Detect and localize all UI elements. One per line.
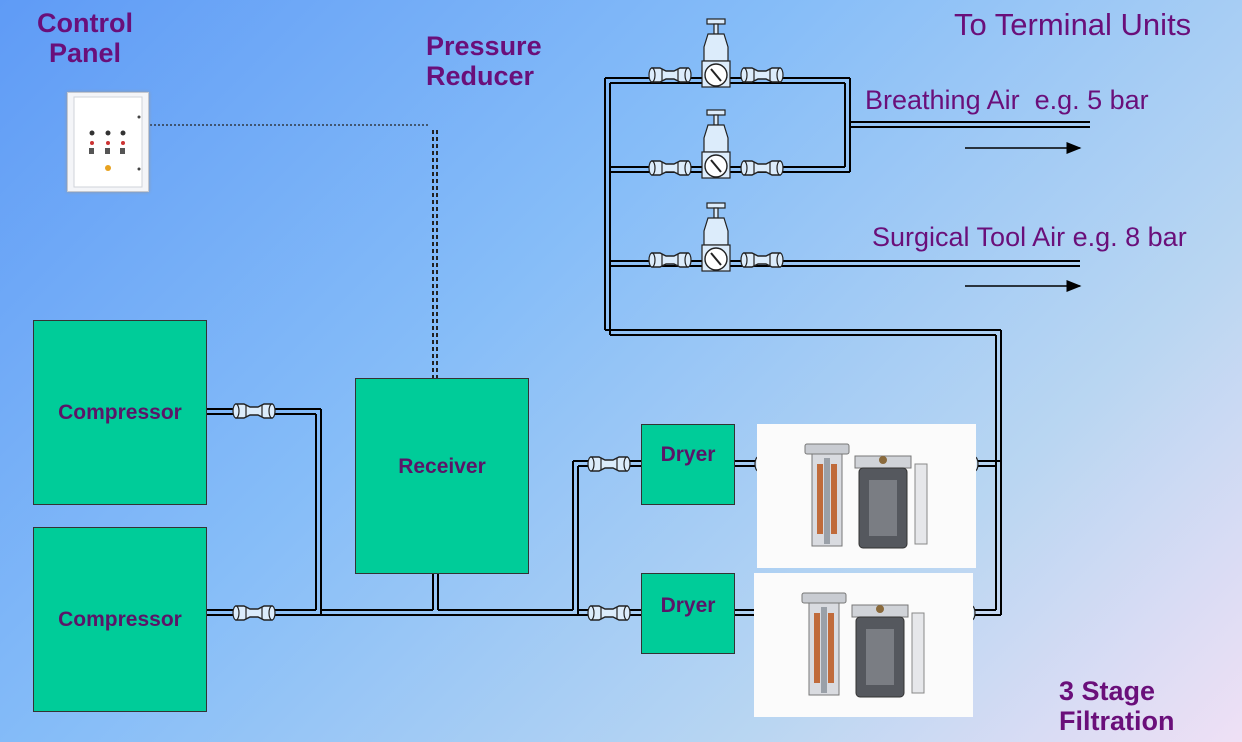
dryer-2-label: Dryer <box>660 594 716 617</box>
pressure-reducer-label-line1: Pressure <box>426 31 542 61</box>
compressor-2: Compressor <box>33 527 207 712</box>
pressure-regulator-icon <box>701 202 731 272</box>
valve-icon <box>648 252 692 268</box>
dryer-1: Dryer <box>641 424 735 505</box>
valve-icon <box>587 605 631 621</box>
valve-icon <box>587 456 631 472</box>
filter-assembly-icon <box>757 424 976 568</box>
pressure-regulator-icon <box>701 18 731 88</box>
control-cabinet-icon <box>67 92 149 192</box>
valve-icon <box>740 252 784 268</box>
to-terminal-units-label: To Terminal Units <box>954 7 1192 42</box>
dryer-1-label: Dryer <box>660 443 716 466</box>
control-panel-label: Control Panel <box>31 8 139 68</box>
dryer-2: Dryer <box>641 573 735 654</box>
valve-icon <box>648 67 692 83</box>
valve-icon <box>232 605 276 621</box>
pressure-regulator-icon <box>701 109 731 179</box>
pressure-reducer-label-line2: Reducer <box>426 61 535 92</box>
pressure-reducer-label: Pressure Reducer <box>426 31 542 91</box>
receiver-label: Receiver <box>398 455 486 478</box>
compressor-2-label: Compressor <box>58 607 182 631</box>
compressor-1-label: Compressor <box>58 400 182 424</box>
control-panel-label-line1: Control <box>37 8 133 38</box>
control-panel-label-line2: Panel <box>48 38 122 69</box>
valve-icon <box>232 403 276 419</box>
compressor-1: Compressor <box>33 320 207 505</box>
filtration-label-line1: 3 Stage <box>1059 676 1156 706</box>
filtration-label-line2: Filtration <box>1059 706 1175 737</box>
receiver: Receiver <box>355 378 529 574</box>
filtration-label: 3 Stage Filtration <box>1059 676 1175 736</box>
surgical-tool-air-label: Surgical Tool Air e.g. 8 bar <box>872 222 1187 252</box>
valve-icon <box>740 67 784 83</box>
filter-assembly-icon <box>754 573 973 717</box>
breathing-air-label: Breathing Air e.g. 5 bar <box>865 85 1149 115</box>
